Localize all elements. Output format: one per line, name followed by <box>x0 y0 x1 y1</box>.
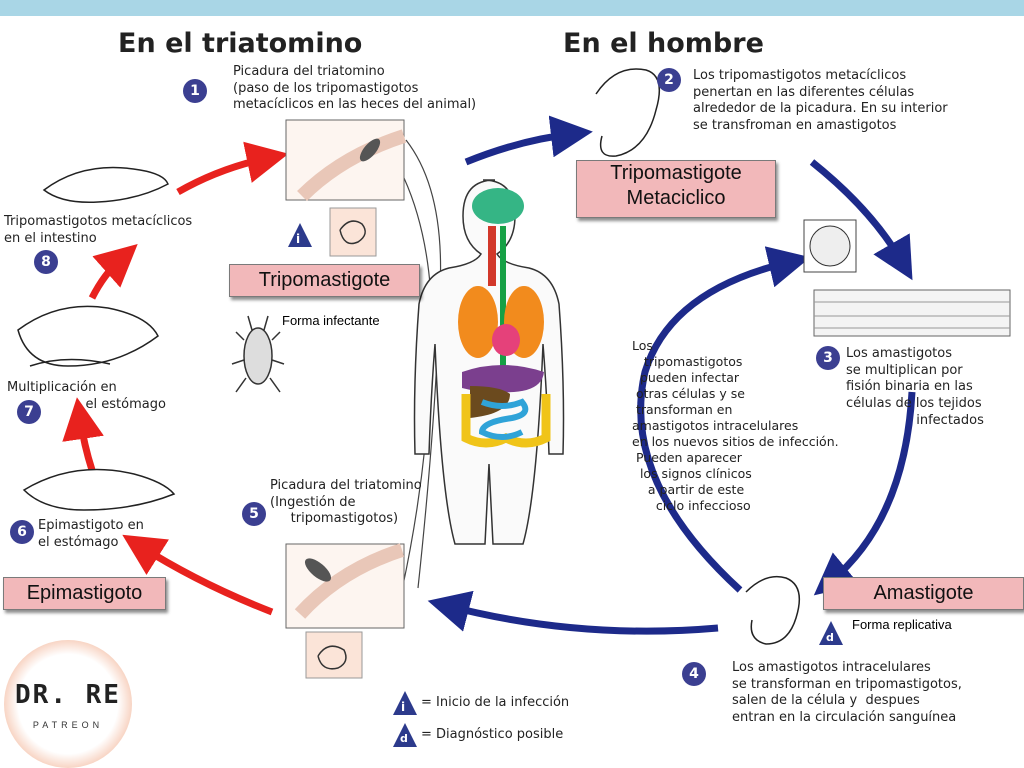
arrow-5-to-6 <box>122 534 274 616</box>
top-accent-bar <box>0 0 1024 16</box>
trypomastigote-illustration-2 <box>595 68 661 157</box>
legend-diagnosis-icon <box>393 723 417 747</box>
reinfection-note: Los tripomastigotos pueden infectar otra… <box>632 338 839 513</box>
label-tripomastigote: Tripomastigote <box>229 264 420 297</box>
step-text-1: Picadura del triatomino (paso de los tri… <box>233 64 477 113</box>
multiplying-parasites-illustration-7 <box>17 305 159 367</box>
legend-diagnosis-symbol: d <box>400 732 408 745</box>
legend-infection-symbol: i <box>401 700 406 714</box>
arrow-2-to-3 <box>809 159 913 281</box>
step-badge-1: 1 <box>183 79 207 103</box>
step-badge-5: 5 <box>242 502 266 526</box>
title-vector: En el triatomino <box>118 28 363 59</box>
step-badge-2: 2 <box>657 68 681 92</box>
infection-start-icon <box>288 223 312 247</box>
step-text-4: Los amastigotos intracelulares se transf… <box>732 660 962 725</box>
arrow-7-to-8 <box>88 244 138 300</box>
arrow-4-to-5 <box>427 590 719 635</box>
diagnosis-icon <box>819 621 843 645</box>
amastigote-illustration-4 <box>745 575 801 645</box>
parasite-detail-5 <box>305 631 363 679</box>
label-amastigote: Amastigote <box>823 577 1024 610</box>
tissue-illustration-3b <box>813 289 1011 337</box>
title-human: En el hombre <box>563 28 764 59</box>
step-badge-8: 8 <box>34 250 58 274</box>
step-text-8: Tripomastigotos metacíclicos en el intes… <box>4 214 193 246</box>
label-forma-infectante: Forma infectante <box>282 313 380 328</box>
step-badge-3: 3 <box>816 346 840 370</box>
logo-main-text: DR. RE <box>15 680 121 710</box>
step-text-3: Los amastigotos se multiplican por fisió… <box>846 346 984 428</box>
step-text-7: Multiplicación en el estómago <box>7 380 166 412</box>
arrow-4-reinfection <box>637 246 811 593</box>
trypomastigote-illustration-8 <box>42 166 169 203</box>
legend-infection-icon <box>393 691 417 715</box>
arrow-1-to-2 <box>464 115 593 166</box>
step-badge-6: 6 <box>10 520 34 544</box>
label-forma-replicativa: Forma replicativa <box>852 617 952 632</box>
arrow-8-to-1 <box>176 141 289 196</box>
infection-start-symbol: i <box>296 232 301 246</box>
label-tripomastigote-metaciclico: Tripomastigote Metaciclico <box>576 160 776 218</box>
parasite-detail-1 <box>329 207 377 257</box>
step-badge-4: 4 <box>682 662 706 686</box>
human-body-illustration <box>413 179 565 545</box>
label-epimastigoto: Epimastigoto <box>3 577 166 610</box>
step-text-2: Los tripomastigotos metacíclicos penerta… <box>693 68 948 133</box>
step-text-5: Picadura del triatomino (Ingestión de tr… <box>270 478 422 527</box>
logo-sub-text: PATREON <box>32 720 104 730</box>
dr-re-logo: DR. RE PATREON <box>4 640 132 768</box>
diagnosis-symbol: d <box>826 631 834 644</box>
step-text-6: Epimastigoto en el estómago <box>38 518 144 550</box>
legend-infection-text: = Inicio de la infección <box>421 695 570 710</box>
arrow-6-to-7 <box>62 397 104 472</box>
triatomine-bug-illustration <box>231 315 285 393</box>
arrow-3-to-4 <box>813 391 916 596</box>
epimastigote-illustration-6 <box>22 468 176 511</box>
legend-diagnosis-text: = Diagnóstico posible <box>421 727 564 742</box>
step-badge-7: 7 <box>17 400 41 424</box>
